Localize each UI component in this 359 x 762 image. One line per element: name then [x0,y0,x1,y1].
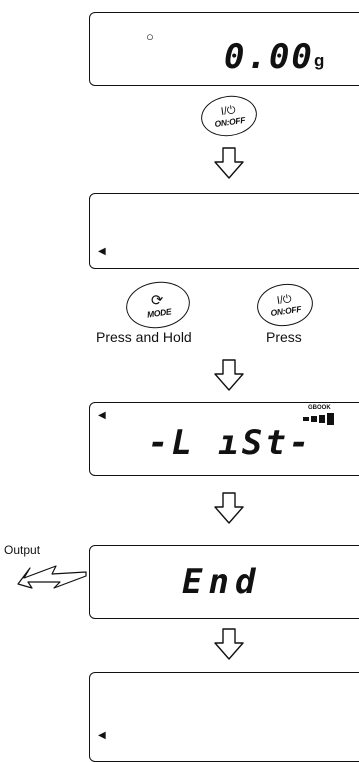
stable-triangle-icon: ◀ [98,246,106,257]
output-label: Output [4,543,41,557]
display-panel-end: End [89,545,359,619]
stable-triangle-icon: ◀ [98,730,106,741]
down-arrow-icon [214,628,244,660]
capacity-indicator-icon [303,413,334,425]
stable-triangle-icon: ◀ [98,410,106,421]
mode-label: MODE [146,305,172,320]
output-lightning-arrow-icon [17,565,87,589]
stable-indicator: ○ [146,29,154,44]
onoff-button[interactable]: I/⏻ ON:OFF [198,92,260,140]
display-panel-list: ◀ -L ıSt- GBOOK [89,402,359,476]
display-panel-blank: ◀ [89,193,359,269]
down-arrow-icon [214,359,244,391]
onoff-label: ON:OFF [269,303,302,318]
down-arrow-icon [214,147,244,179]
press-and-hold-caption: Press and Hold [96,329,192,345]
press-caption: Press [266,329,302,345]
onoff-button-2[interactable]: I/⏻ ON:OFF [254,280,316,330]
weight-unit: g [314,51,325,70]
gbook-label: GBOOK [308,405,331,411]
down-arrow-icon [214,492,244,524]
onoff-label: ON:OFF [213,114,246,129]
mode-button[interactable]: ⟳ MODE [123,277,193,333]
list-text: -L ıSt- [148,423,313,463]
end-text: End [182,562,262,602]
display-panel-weight: ○ 0.00 g [89,12,359,86]
display-panel-blank-final: ◀ [89,672,359,762]
weight-value: 0.00 [224,37,314,77]
